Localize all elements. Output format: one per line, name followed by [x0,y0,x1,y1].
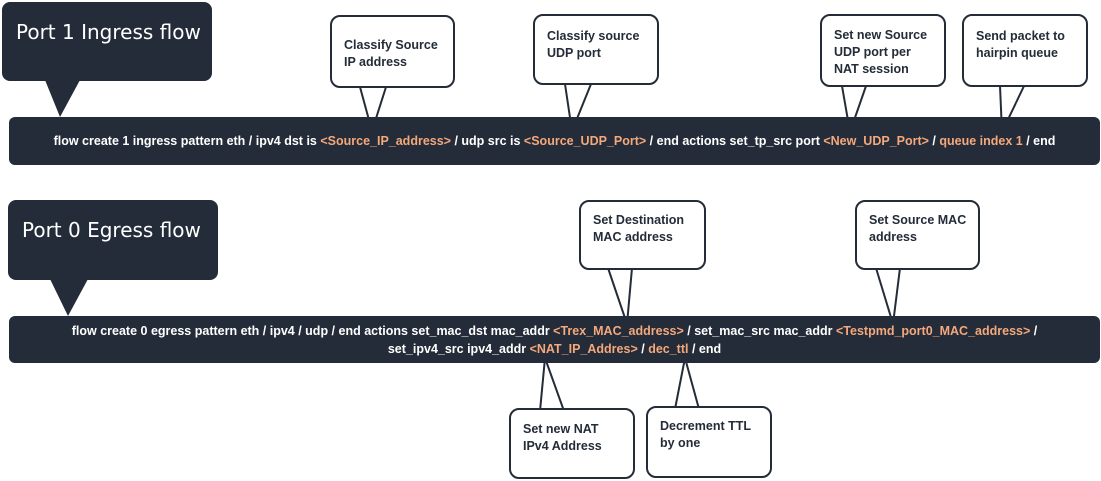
cmd-placeholder-nat-ip: <NAT_IP_Addres> [529,342,638,356]
callout-line: Send packet to [976,29,1065,43]
callout-line: Set Source MAC [869,213,967,227]
callout-line: NAT session [834,62,909,76]
ingress-command-line: flow create 1 ingress pattern eth / ipv4… [9,132,1100,150]
egress-title-box: Port 0 Egress flow [8,200,218,280]
cmd-segment: / udp src is [450,134,524,148]
callout-line: UDP port per [834,45,911,59]
cmd-placeholder-source-ip: <Source_IP_address> [320,134,451,148]
callout-decrement-ttl: Decrement TTL by one [646,406,772,478]
callout-classify-source-udp: Classify source UDP port [533,14,659,85]
callout-line: by one [660,436,701,450]
egress-title-pointer [50,279,88,316]
cmd-segment: flow create 0 egress pattern eth / ipv4 … [71,324,554,338]
callout-line: Decrement TTL [660,419,751,433]
callout-line: Classify source [547,29,640,43]
callout-line: IP address [344,55,408,69]
cmd-segment: set_ipv4_src ipv4_addr [387,342,530,356]
ingress-title: Port 1 Ingress flow [16,20,201,44]
callout-set-source-mac: Set Source MAC address [855,200,980,270]
cmd-segment: / end actions set_tp_src port [646,134,824,148]
callout-set-destination-mac: Set Destination MAC address [579,200,706,270]
callout-line: MAC address [593,230,673,244]
egress-command-line-2: set_ipv4_src ipv4_addr <NAT_IP_Addres> /… [9,340,1100,358]
cmd-segment: flow create 1 ingress pattern eth / ipv4… [53,134,321,148]
callout-pointer [539,357,565,412]
egress-command-bar: flow create 0 egress pattern eth / ipv4 … [9,316,1100,363]
ingress-command-bar: flow create 1 ingress pattern eth / ipv4… [9,117,1100,165]
egress-command-line-1: flow create 0 egress pattern eth / ipv4 … [9,322,1100,340]
cmd-segment: / end [688,342,722,356]
cmd-segment: / [637,342,649,356]
cmd-placeholder-trex-mac: <Trex_MAC_address> [553,324,684,338]
callout-line: IPv4 Address [523,439,602,453]
cmd-placeholder-source-udp-port: <Source_UDP_Port> [523,134,647,148]
callout-line: Set Destination [593,213,684,227]
cmd-queue-index: queue index 1 [939,134,1023,148]
callout-line: Set new Source [834,28,928,42]
callout-line: hairpin queue [976,46,1058,60]
callout-line: Classify Source [344,38,438,52]
callout-line: address [869,230,917,244]
cmd-placeholder-new-udp-port: <New_UDP_Port> [823,134,929,148]
cmd-segment: / end [1022,134,1056,148]
cmd-segment: / set_mac_src mac_addr [683,324,836,338]
cmd-segment: / [928,134,940,148]
callout-set-source-udp-port: Set new Source UDP port per NAT session [820,14,946,87]
cmd-dec-ttl: dec_ttl [648,342,689,356]
callout-classify-source-ip: Classify Source IP address [330,15,455,88]
callout-line: Set new NAT [523,422,599,436]
callout-line: UDP port [547,46,601,60]
ingress-title-box: Port 1 Ingress flow [2,2,212,81]
cmd-segment: / [1030,324,1038,338]
callout-pointer [674,357,700,410]
callout-set-nat-ipv4: Set new NAT IPv4 Address [509,408,635,479]
ingress-title-pointer [45,80,80,117]
cmd-placeholder-testpmd-mac: <Testpmd_port0_MAC_address> [836,324,1031,338]
callout-send-to-hairpin: Send packet to hairpin queue [962,14,1088,87]
egress-title: Port 0 Egress flow [22,218,201,242]
